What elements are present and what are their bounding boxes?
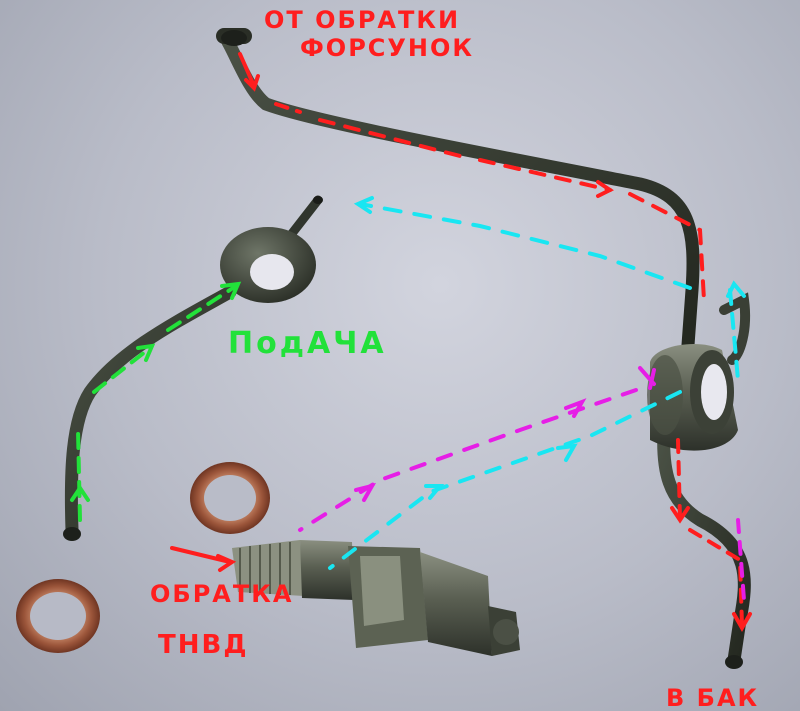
right-banjo-fitting — [647, 343, 738, 451]
copper-washer-center — [190, 462, 270, 534]
label-supply: ПодАЧА — [228, 326, 387, 361]
label-pump-return-line2: ТНВД — [158, 630, 249, 660]
supply-arrows — [70, 281, 242, 522]
injector-return-arrows — [170, 52, 752, 633]
label-pump-return-line1: ОБРАТКА — [150, 580, 294, 608]
label-from-injectors-line2: ФОРСУНОК — [300, 34, 475, 62]
pump-return-valve — [232, 540, 520, 656]
label-from-injectors-line1: ОТ ОБРАТКИ — [264, 6, 461, 34]
label-to-tank: В БАК — [666, 684, 760, 711]
supply-pipe — [63, 195, 323, 541]
copper-washer-left — [16, 579, 100, 653]
cyan-arrows — [328, 196, 746, 570]
magenta-arrows — [298, 366, 746, 602]
